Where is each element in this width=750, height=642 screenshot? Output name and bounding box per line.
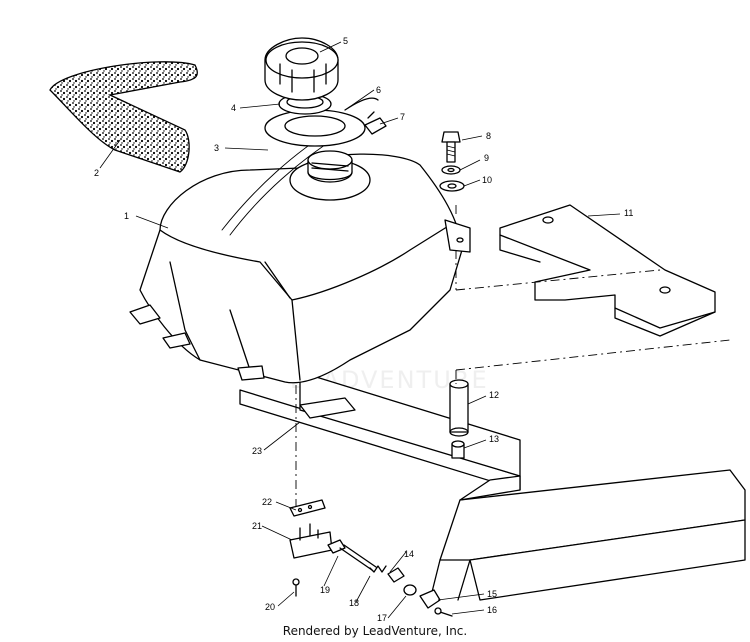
- part-7-fitting: [364, 111, 387, 135]
- callout-4: 4: [231, 103, 236, 113]
- fuel-tank: [129, 127, 471, 384]
- callout-5: 5: [343, 36, 348, 46]
- callout-15: 15: [487, 589, 497, 599]
- callout-14: 14: [404, 549, 414, 559]
- callout-leaders: [99, 41, 621, 619]
- part-18-spring: [369, 565, 387, 573]
- callout-numbers: 1 2 3 4 5 6 7 8 9 10 11 12 13 14 15 16 1…: [94, 36, 633, 623]
- part-6-vent-hose: [344, 97, 379, 111]
- callout-10: 10: [482, 175, 492, 185]
- callout-2: 2: [94, 168, 99, 178]
- callout-22: 22: [262, 497, 272, 507]
- part-21-valve: [289, 523, 333, 559]
- callout-9: 9: [484, 153, 489, 163]
- assembly-lines: [295, 205, 731, 510]
- callout-16: 16: [487, 605, 497, 615]
- part-12-spacer: [449, 379, 469, 437]
- callout-6: 6: [376, 85, 381, 95]
- part-9-lock-washer: [441, 165, 461, 175]
- callout-12: 12: [489, 390, 499, 400]
- part-11-bracket: [499, 204, 716, 337]
- callout-21: 21: [252, 521, 262, 531]
- callout-13: 13: [489, 434, 499, 444]
- callout-18: 18: [349, 598, 359, 608]
- part-8-bolt: [441, 131, 461, 163]
- part-16-screw: [434, 607, 453, 617]
- part-3-4-gaskets: [264, 93, 366, 147]
- callout-8: 8: [486, 131, 491, 141]
- part-14-clip: [387, 567, 405, 583]
- callout-19: 19: [320, 585, 330, 595]
- callout-7: 7: [400, 112, 405, 122]
- part-5-fuel-cap: [264, 37, 339, 101]
- part-22-plate: [289, 499, 326, 517]
- callout-20: 20: [265, 602, 275, 612]
- callout-11: 11: [624, 208, 633, 218]
- part-15-knob: [419, 589, 441, 609]
- callout-3: 3: [214, 143, 219, 153]
- callout-17: 17: [377, 613, 387, 623]
- part-20-screw: [292, 578, 300, 597]
- part-23-pad: [299, 397, 356, 419]
- footer-credit: Rendered by LeadVenture, Inc.: [282, 624, 468, 638]
- callout-23: 23: [252, 446, 262, 456]
- part-2-foam-pad: [49, 61, 198, 173]
- callout-1: 1: [124, 211, 129, 221]
- part-10-washer: [439, 180, 465, 192]
- part-19-shaft: [327, 539, 377, 571]
- part-17-grommet: [403, 584, 417, 596]
- part-13-nut: [451, 440, 465, 459]
